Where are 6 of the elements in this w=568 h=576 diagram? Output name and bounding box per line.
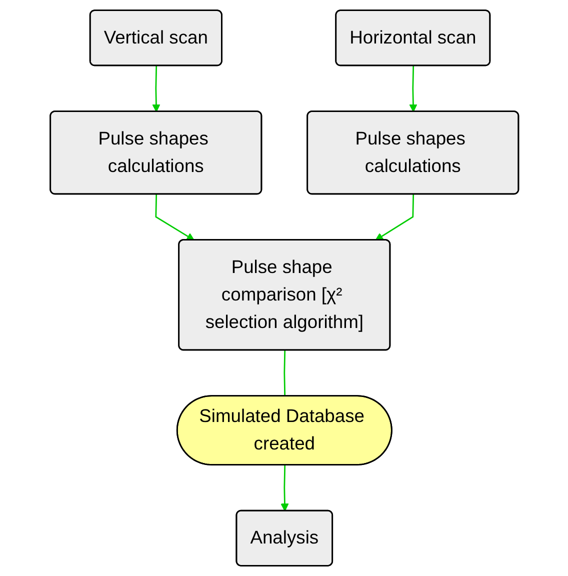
- arrow: [408, 66, 417, 112]
- arrow: [154, 194, 194, 241]
- arrow: [374, 194, 414, 241]
- arrow: [280, 465, 288, 512]
- arrow: [152, 66, 160, 112]
- connector: [283, 350, 286, 396]
